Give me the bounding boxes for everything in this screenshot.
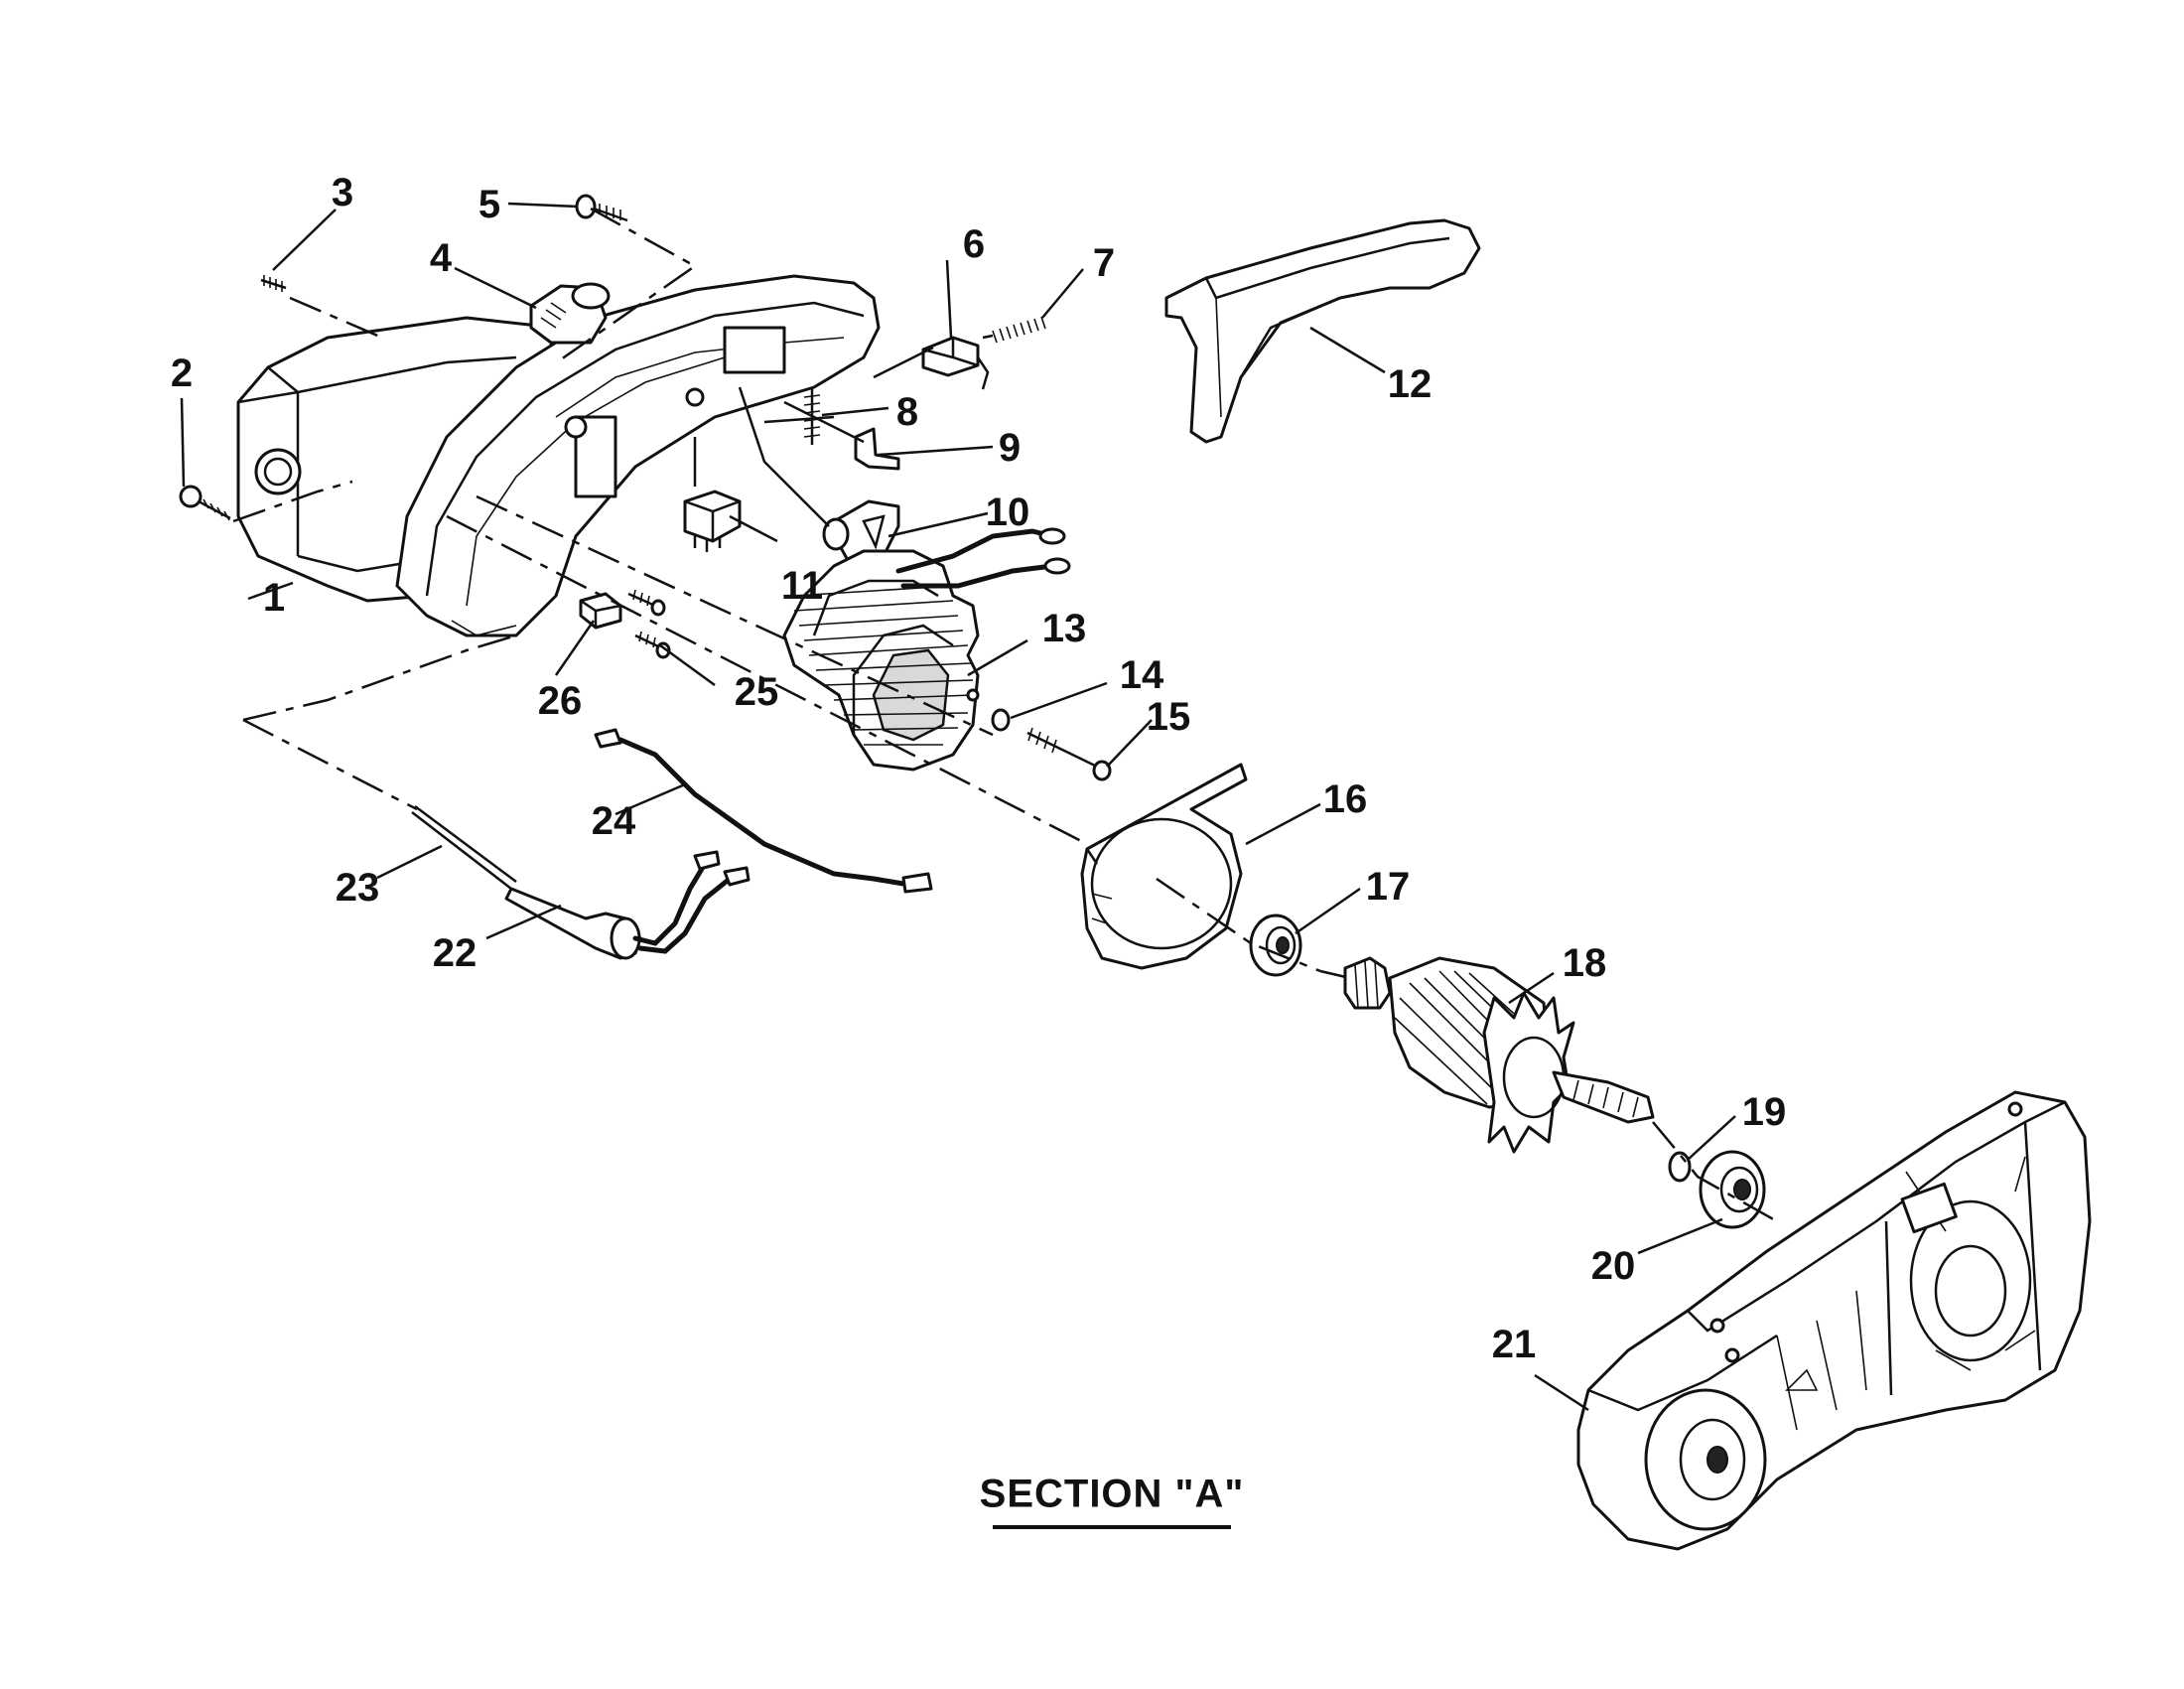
callout-17: 17 (1365, 865, 1411, 909)
callout-22: 22 (432, 931, 478, 975)
callout-18: 18 (1562, 941, 1607, 985)
part-18-armature (1319, 956, 1655, 1154)
part-7-spring (982, 316, 1046, 344)
callout-5: 5 (478, 183, 501, 226)
part-11-switch (683, 490, 742, 552)
callout-9: 9 (998, 426, 1022, 470)
callout-21: 21 (1491, 1323, 1537, 1366)
callout-1: 1 (262, 576, 286, 620)
callout-7: 7 (1092, 241, 1116, 285)
callout-12: 12 (1387, 362, 1433, 406)
callout-11: 11 (780, 564, 824, 608)
section-title: SECTION "A" (979, 1472, 1245, 1516)
callout-16: 16 (1322, 777, 1368, 821)
part-26-clamp (579, 592, 622, 630)
part-3-screw (260, 275, 287, 292)
part-5-screw (575, 194, 628, 222)
callout-leaders (180, 202, 1736, 1412)
part-17-bearing (1249, 914, 1302, 977)
callout-25: 25 (734, 670, 779, 714)
callout-26: 26 (537, 679, 583, 723)
part-1-motor-housing (236, 274, 881, 637)
section-title-underline (993, 1525, 1231, 1529)
part-20-bearing (1699, 1150, 1766, 1229)
callout-19: 19 (1741, 1090, 1787, 1134)
callout-14: 14 (1119, 653, 1164, 697)
part-24-wire-lead (594, 728, 933, 894)
part-19-retaining-ring (1668, 1151, 1692, 1183)
callout-4: 4 (429, 236, 453, 280)
callout-6: 6 (962, 222, 986, 266)
assembly-center-lines (232, 207, 1778, 1223)
callout-13: 13 (1041, 607, 1087, 650)
part-16-baffle (1080, 763, 1248, 970)
part-9-bracket (854, 427, 900, 471)
callout-15: 15 (1146, 695, 1191, 739)
part-13-stator (782, 527, 1071, 772)
part-2-screw (179, 485, 231, 521)
callout-2: 2 (170, 352, 194, 395)
part-23-cord (411, 804, 517, 890)
part-14-washer (991, 708, 1011, 732)
part-15-screw (1026, 727, 1112, 781)
part-12-handle (1164, 218, 1481, 444)
callout-10: 10 (985, 491, 1030, 534)
callout-24: 24 (591, 799, 636, 843)
callout-20: 20 (1590, 1244, 1636, 1288)
callout-23: 23 (335, 866, 380, 910)
part-6-brush-holder (921, 336, 990, 390)
callout-8: 8 (895, 390, 919, 434)
callout-3: 3 (331, 171, 354, 214)
part-21-gear-case (1576, 1090, 2092, 1551)
part-4-connector (529, 282, 611, 345)
part-22-cord-strain-relief (504, 850, 751, 960)
